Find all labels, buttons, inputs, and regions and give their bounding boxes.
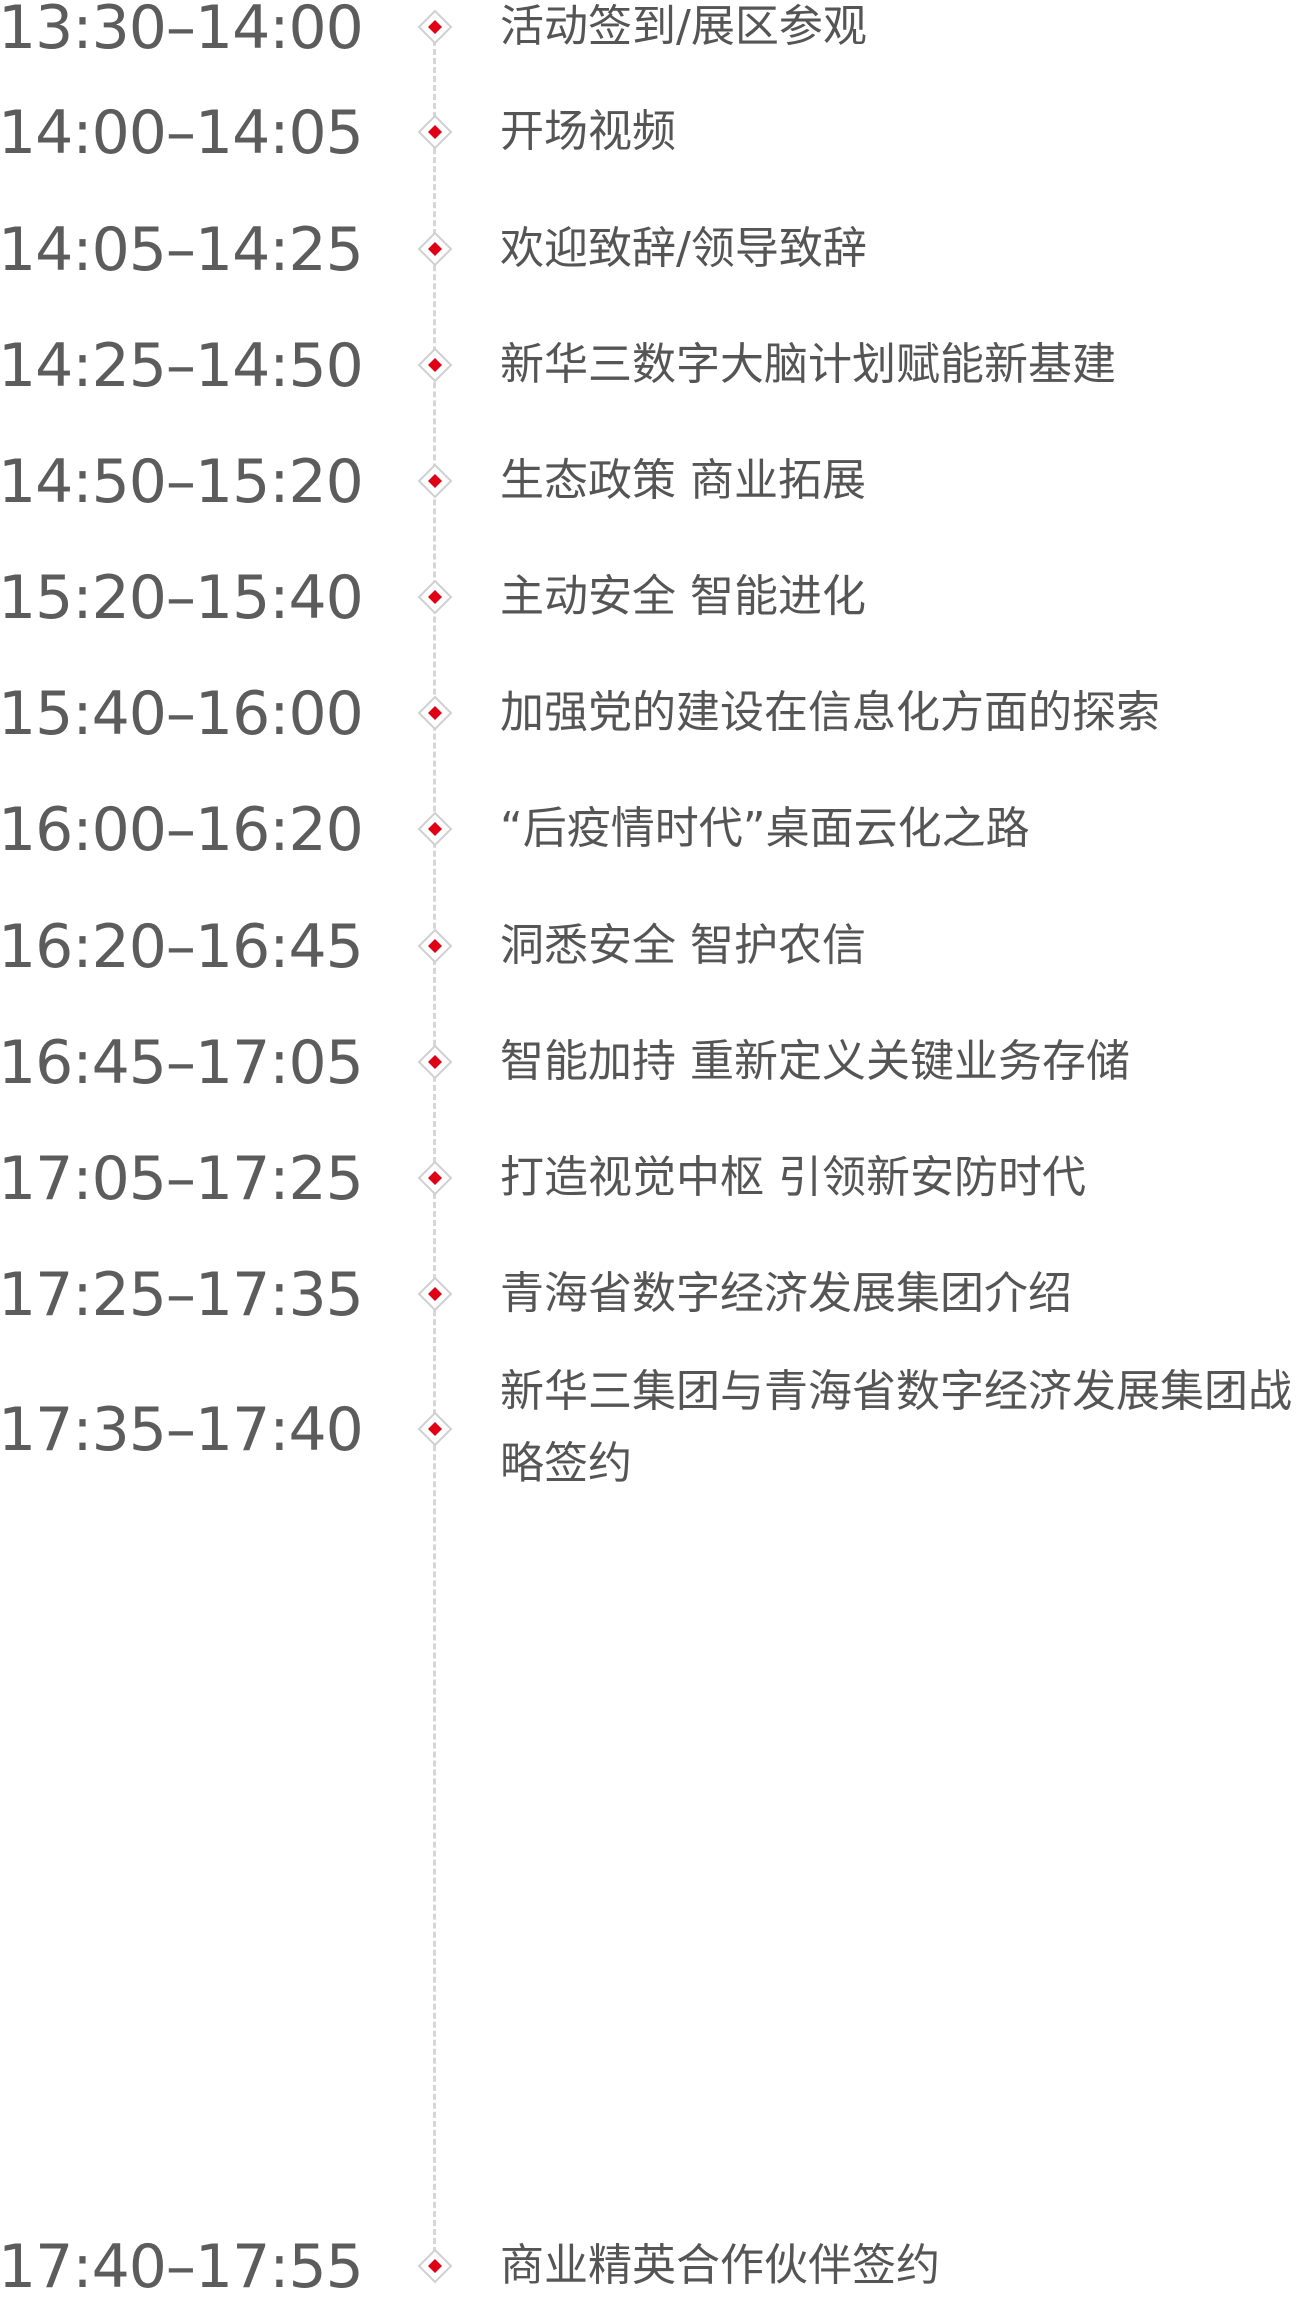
diamond-marker-icon <box>417 579 453 615</box>
diamond-marker-icon <box>417 9 453 45</box>
schedule-title: 主动安全 智能进化 <box>500 571 866 622</box>
diamond-marker-icon <box>417 347 453 383</box>
schedule-title: 洞悉安全 智护农信 <box>500 920 866 971</box>
schedule-time: 14:25–14:50 <box>0 331 364 401</box>
diamond-marker-icon <box>417 811 453 847</box>
schedule-time: 14:00–14:05 <box>0 98 364 168</box>
schedule-title: 青海省数字经济发展集团介绍 <box>500 1268 1072 1319</box>
schedule-time: 17:25–17:35 <box>0 1260 364 1330</box>
schedule-time: 14:05–14:25 <box>0 215 364 285</box>
diamond-marker-icon <box>417 1160 453 1196</box>
schedule-time: 17:35–17:40 <box>0 1395 364 1465</box>
schedule-title: 新华三集团与青海省数字经济发展集团战略签约 <box>500 1366 1292 1489</box>
diamond-marker-icon <box>417 695 453 731</box>
diamond-marker-icon <box>417 231 453 267</box>
diamond-marker-icon <box>417 1044 453 1080</box>
schedule-title: 商业精英合作伙伴签约 <box>500 2240 940 2291</box>
schedule-time: 17:40–17:55 <box>0 2232 364 2302</box>
schedule-title: 打造视觉中枢 引领新安防时代 <box>500 1152 1086 1203</box>
schedule-time: 14:50–15:20 <box>0 447 364 517</box>
diamond-marker-icon <box>417 1276 453 1312</box>
schedule-time: 15:20–15:40 <box>0 563 364 633</box>
schedule-time: 13:30–14:00 <box>0 0 364 63</box>
schedule-title: 活动签到/展区参观 <box>500 1 867 52</box>
schedule-title: 新华三数字大脑计划赋能新基建 <box>500 339 1116 390</box>
diamond-marker-icon <box>417 114 453 150</box>
timeline-dashed-line <box>433 40 436 2280</box>
schedule-title: 开场视频 <box>500 106 676 157</box>
schedule-time: 15:40–16:00 <box>0 679 364 749</box>
schedule-time: 16:45–17:05 <box>0 1028 364 1098</box>
schedule-title: 生态政策 商业拓展 <box>500 455 866 506</box>
schedule-time: 17:05–17:25 <box>0 1144 364 1214</box>
schedule-time: 16:00–16:20 <box>0 795 364 865</box>
schedule-time: 16:20–16:45 <box>0 912 364 982</box>
schedule-title: 智能加持 重新定义关键业务存储 <box>500 1036 1130 1087</box>
schedule-title: 欢迎致辞/领导致辞 <box>500 223 867 274</box>
diamond-marker-icon <box>417 1411 453 1447</box>
diamond-marker-icon <box>417 463 453 499</box>
diamond-marker-icon <box>417 2248 453 2284</box>
diamond-marker-icon <box>417 928 453 964</box>
schedule-title: “后疫情时代”桌面云化之路 <box>500 803 1030 854</box>
schedule-title: 加强党的建设在信息化方面的探索 <box>500 687 1160 738</box>
